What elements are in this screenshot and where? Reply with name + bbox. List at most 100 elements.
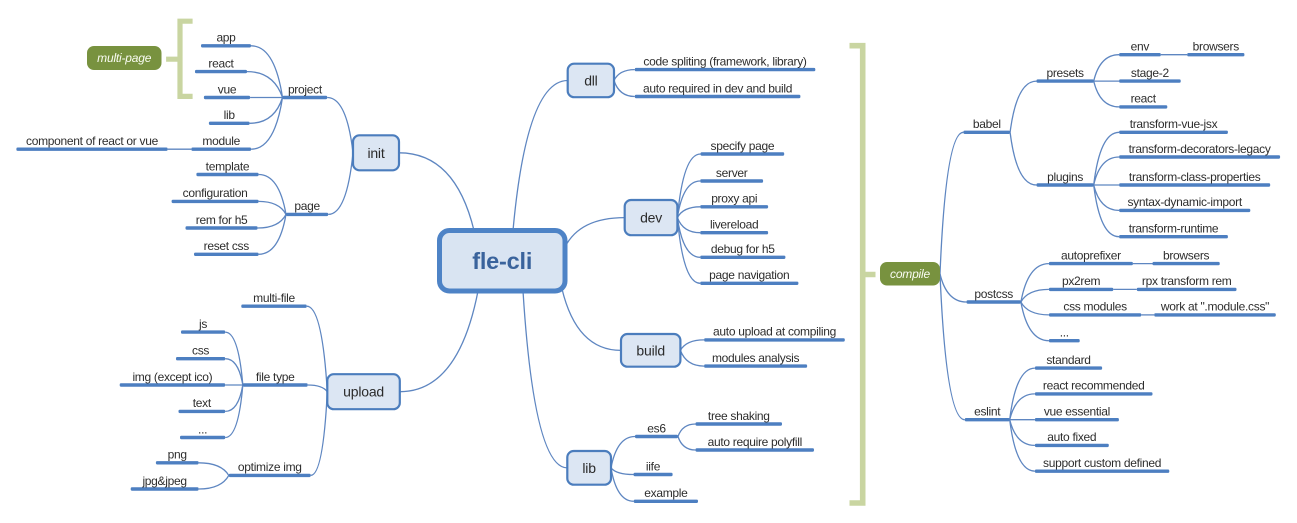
node-auto-upload-at-compiling: auto upload at compiling [704, 325, 845, 342]
node-es6: es6 [635, 421, 678, 439]
node-livereload-underline [700, 231, 769, 235]
link-project-react [246, 70, 284, 98]
node-build-label: build [636, 342, 665, 358]
node-rpx-transform-rem-underline [1136, 287, 1237, 292]
node-support-custom-defined-underline [1034, 469, 1170, 473]
node-react-preset-underline [1119, 105, 1168, 109]
node-es6-label: es6 [647, 421, 666, 435]
node-plugins: plugins [1036, 170, 1094, 187]
node-support-custom-defined: support custom defined [1034, 456, 1170, 473]
node-fle-cli: fle-cli [437, 228, 568, 294]
node-page-navigation-label: page navigation [709, 268, 789, 282]
link-upload-file-type [307, 384, 328, 393]
node-iife-label: iife [646, 459, 661, 473]
node-server-label: server [716, 166, 748, 180]
node-plugins-underline [1036, 183, 1094, 187]
node-auto-required: auto required in dev and build [634, 81, 801, 99]
node-vue-label: vue [218, 82, 237, 96]
node-rem-for-h5: rem for h5 [185, 213, 258, 230]
link-plugins-syntax-dynamic-import [1093, 184, 1120, 212]
node-project: project [282, 82, 328, 100]
link-page-rem-for-h5 [257, 214, 287, 229]
node-reset-css-underline [194, 252, 259, 256]
node-project-underline [282, 95, 328, 100]
link-postcss-autoprefixer [1020, 262, 1049, 303]
node-component-of-react-or-vue: component of react or vue [16, 134, 168, 151]
branch-boxes: fle-cli init upload dll dev build lib [326, 62, 682, 486]
link-compile-postcss [939, 273, 967, 303]
node-env-underline [1119, 53, 1161, 57]
node-react: react [195, 56, 247, 74]
node-component-of-react-or-vue-underline [16, 147, 168, 151]
node-proxy-api: proxy api [700, 192, 769, 209]
node-react-label: react [208, 56, 234, 70]
node-module-label: module [202, 134, 240, 148]
node-eslint: eslint [964, 405, 1010, 422]
node-jpg-jpeg: jpg&jpeg [130, 474, 199, 491]
node-rem-for-h5-label: rem for h5 [196, 213, 248, 227]
node-es6-underline [635, 434, 678, 439]
link-presets-env [1093, 54, 1120, 82]
link-es6-tree-shaking [677, 423, 696, 437]
node-browsers-autoprefixer: browsers [1152, 248, 1220, 266]
node-react-recommended-underline [1034, 392, 1153, 396]
node-presets-underline [1036, 79, 1094, 83]
link-file-type-js [225, 331, 244, 386]
node-react-preset: react [1119, 92, 1168, 109]
node-configuration: configuration [171, 186, 259, 204]
node-browsers-env: browsers [1187, 40, 1245, 57]
node-file-type-label: file type [256, 370, 295, 384]
node-code-spliting-underline [634, 67, 816, 72]
node-specify-page-underline [700, 152, 785, 156]
node-configuration-underline [171, 199, 259, 204]
node-browsers-autoprefixer-underline [1152, 261, 1220, 266]
node-css-modules-underline [1048, 313, 1142, 317]
multi-page-bracket [166, 18, 193, 99]
link-eslint-react-recommended [1009, 393, 1035, 420]
node-ellipsis-file-type: ... [180, 422, 226, 440]
node-transform-vue-jsx: transform-vue-jsx [1119, 117, 1228, 134]
node-img-except-ico-underline [119, 383, 226, 387]
node-px2rem: px2rem [1048, 274, 1114, 292]
node-vue: vue [203, 82, 251, 100]
node-configuration-label: configuration [183, 186, 248, 200]
node-ellipsis-file-type-underline [180, 435, 226, 440]
compile-bracket [849, 42, 876, 506]
link-compile-babel [939, 131, 964, 274]
node-autoprefixer-label: autoprefixer [1061, 248, 1121, 262]
link-page-reset-css [258, 214, 287, 255]
link-dev-livereload [676, 217, 701, 234]
topic-nodes: project app react vue lib module compone… [16, 31, 1281, 503]
node-work-at-module-css-underline [1154, 313, 1276, 317]
node-text: text [178, 396, 226, 414]
node-transform-class-properties-label: transform-class-properties [1129, 170, 1261, 184]
node-autoprefixer-underline [1048, 261, 1133, 266]
node-react-preset-label: react [1131, 92, 1157, 106]
node-transform-runtime: transform-runtime [1119, 222, 1228, 239]
node-auto-require-polyfill-label: auto require polyfill [708, 435, 802, 449]
node-specify-page-label: specify page [711, 139, 775, 153]
node-babel-underline [963, 130, 1011, 134]
link-dev-specify-page [676, 153, 701, 218]
node-lib-shape [566, 449, 613, 486]
node-vue-essential: vue essential [1034, 405, 1119, 422]
node-px2rem-underline [1048, 287, 1114, 292]
node-css-label: css [192, 344, 209, 358]
node-build: build [619, 332, 682, 368]
link-compile-eslint [939, 273, 965, 421]
summary-topics: multi-page compile [87, 46, 940, 286]
node-init-label: init [367, 145, 384, 161]
node-js: js [181, 317, 226, 334]
node-optimize-img-label: optimize img [238, 460, 302, 474]
node-babel: babel [963, 117, 1011, 134]
node-lib-project-underline [208, 121, 250, 125]
node-iife-underline [633, 472, 673, 477]
link-optimize-img-png [198, 462, 230, 476]
node-init-shape [351, 134, 401, 172]
node-transform-runtime-underline [1119, 235, 1228, 239]
link-eslint-support-custom-defined [1009, 419, 1035, 472]
link-fle-cli-build [561, 288, 622, 352]
node-livereload: livereload [700, 218, 769, 235]
node-browsers-autoprefixer-label: browsers [1163, 248, 1210, 262]
